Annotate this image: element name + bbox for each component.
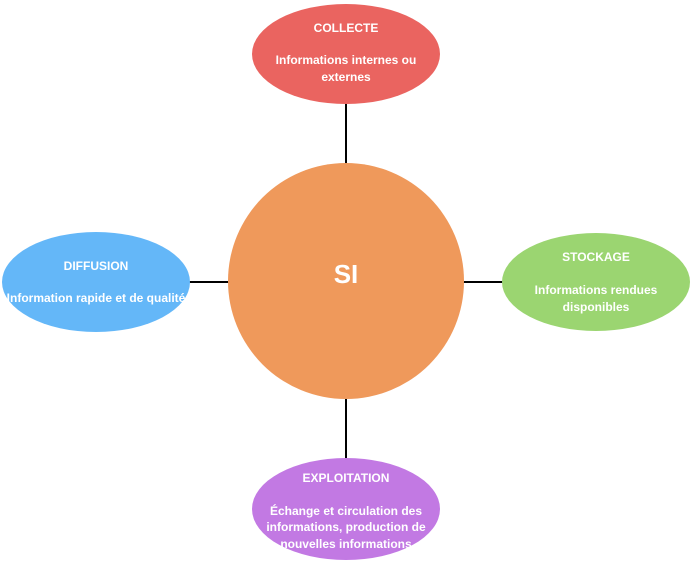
connector-stockage [462,281,504,283]
connector-exploitation [345,398,347,460]
node-exploitation-title: EXPLOITATION [302,471,390,485]
node-stockage: STOCKAGE Informations rendues disponible… [502,233,690,331]
node-exploitation-desc-line2: informations, production de [266,520,426,534]
center-node-si: SI [228,163,464,399]
node-collecte-title: COLLECTE [313,21,379,35]
node-exploitation: EXPLOITATION Échange et circulation des … [252,458,440,560]
node-stockage-title: STOCKAGE [562,250,630,264]
node-collecte-desc-line2: externes [321,70,371,84]
connector-diffusion [188,281,230,283]
node-stockage-desc-line2: disponibles [562,300,630,314]
connector-collecte [345,104,347,166]
node-diffusion-title: DIFFUSION [63,259,129,273]
center-label: SI [333,259,359,289]
node-exploitation-desc-line1: Échange et circulation des [269,504,423,518]
node-diffusion-desc-line1: Information rapide et de qualité [6,291,186,305]
node-stockage-desc-line1: Informations rendues [534,283,658,297]
node-collecte: COLLECTE Informations internes ou extern… [252,4,440,104]
node-collecte-desc-line1: Informations internes ou [275,53,417,67]
node-diffusion: DIFFUSION Information rapide et de quali… [2,232,190,332]
node-exploitation-desc-line3: nouvelles informations [280,537,412,551]
